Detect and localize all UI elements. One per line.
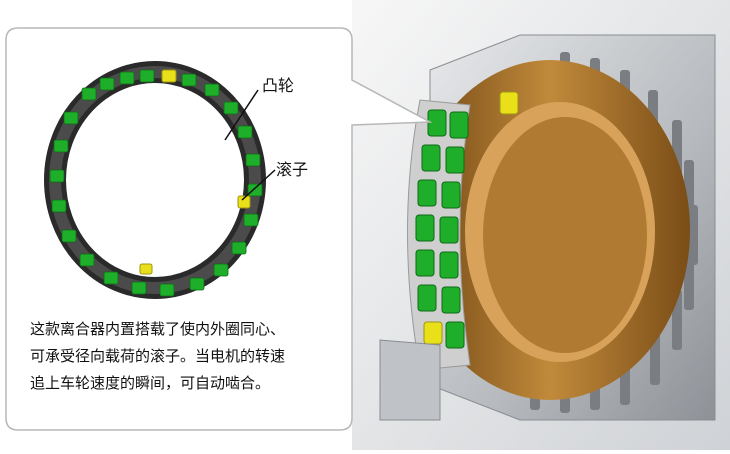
description-line-3: 追上车轮速度的瞬间，可自动啮合。 [30,374,271,392]
cam-leader-line [224,89,259,141]
speech-bubble [5,27,433,431]
roller-label: 滚子 [276,160,309,179]
cam-bore [483,117,647,353]
housing-front-face [379,339,441,421]
roller-strip [407,91,519,371]
description-line-1: 这款离合器内置搭载了使内外圈同心、 [30,320,286,338]
description-line-2: 可承受径向载荷的滚子。当电机的转速 [30,347,286,365]
cam-label: 凸轮 [262,76,295,95]
clutch-3d-model [379,34,716,421]
roller-yellow-top [499,91,519,115]
roller-yellow-bottom [423,321,443,345]
roller-ring-illustration [44,61,276,299]
roller-leader-line [241,169,276,201]
